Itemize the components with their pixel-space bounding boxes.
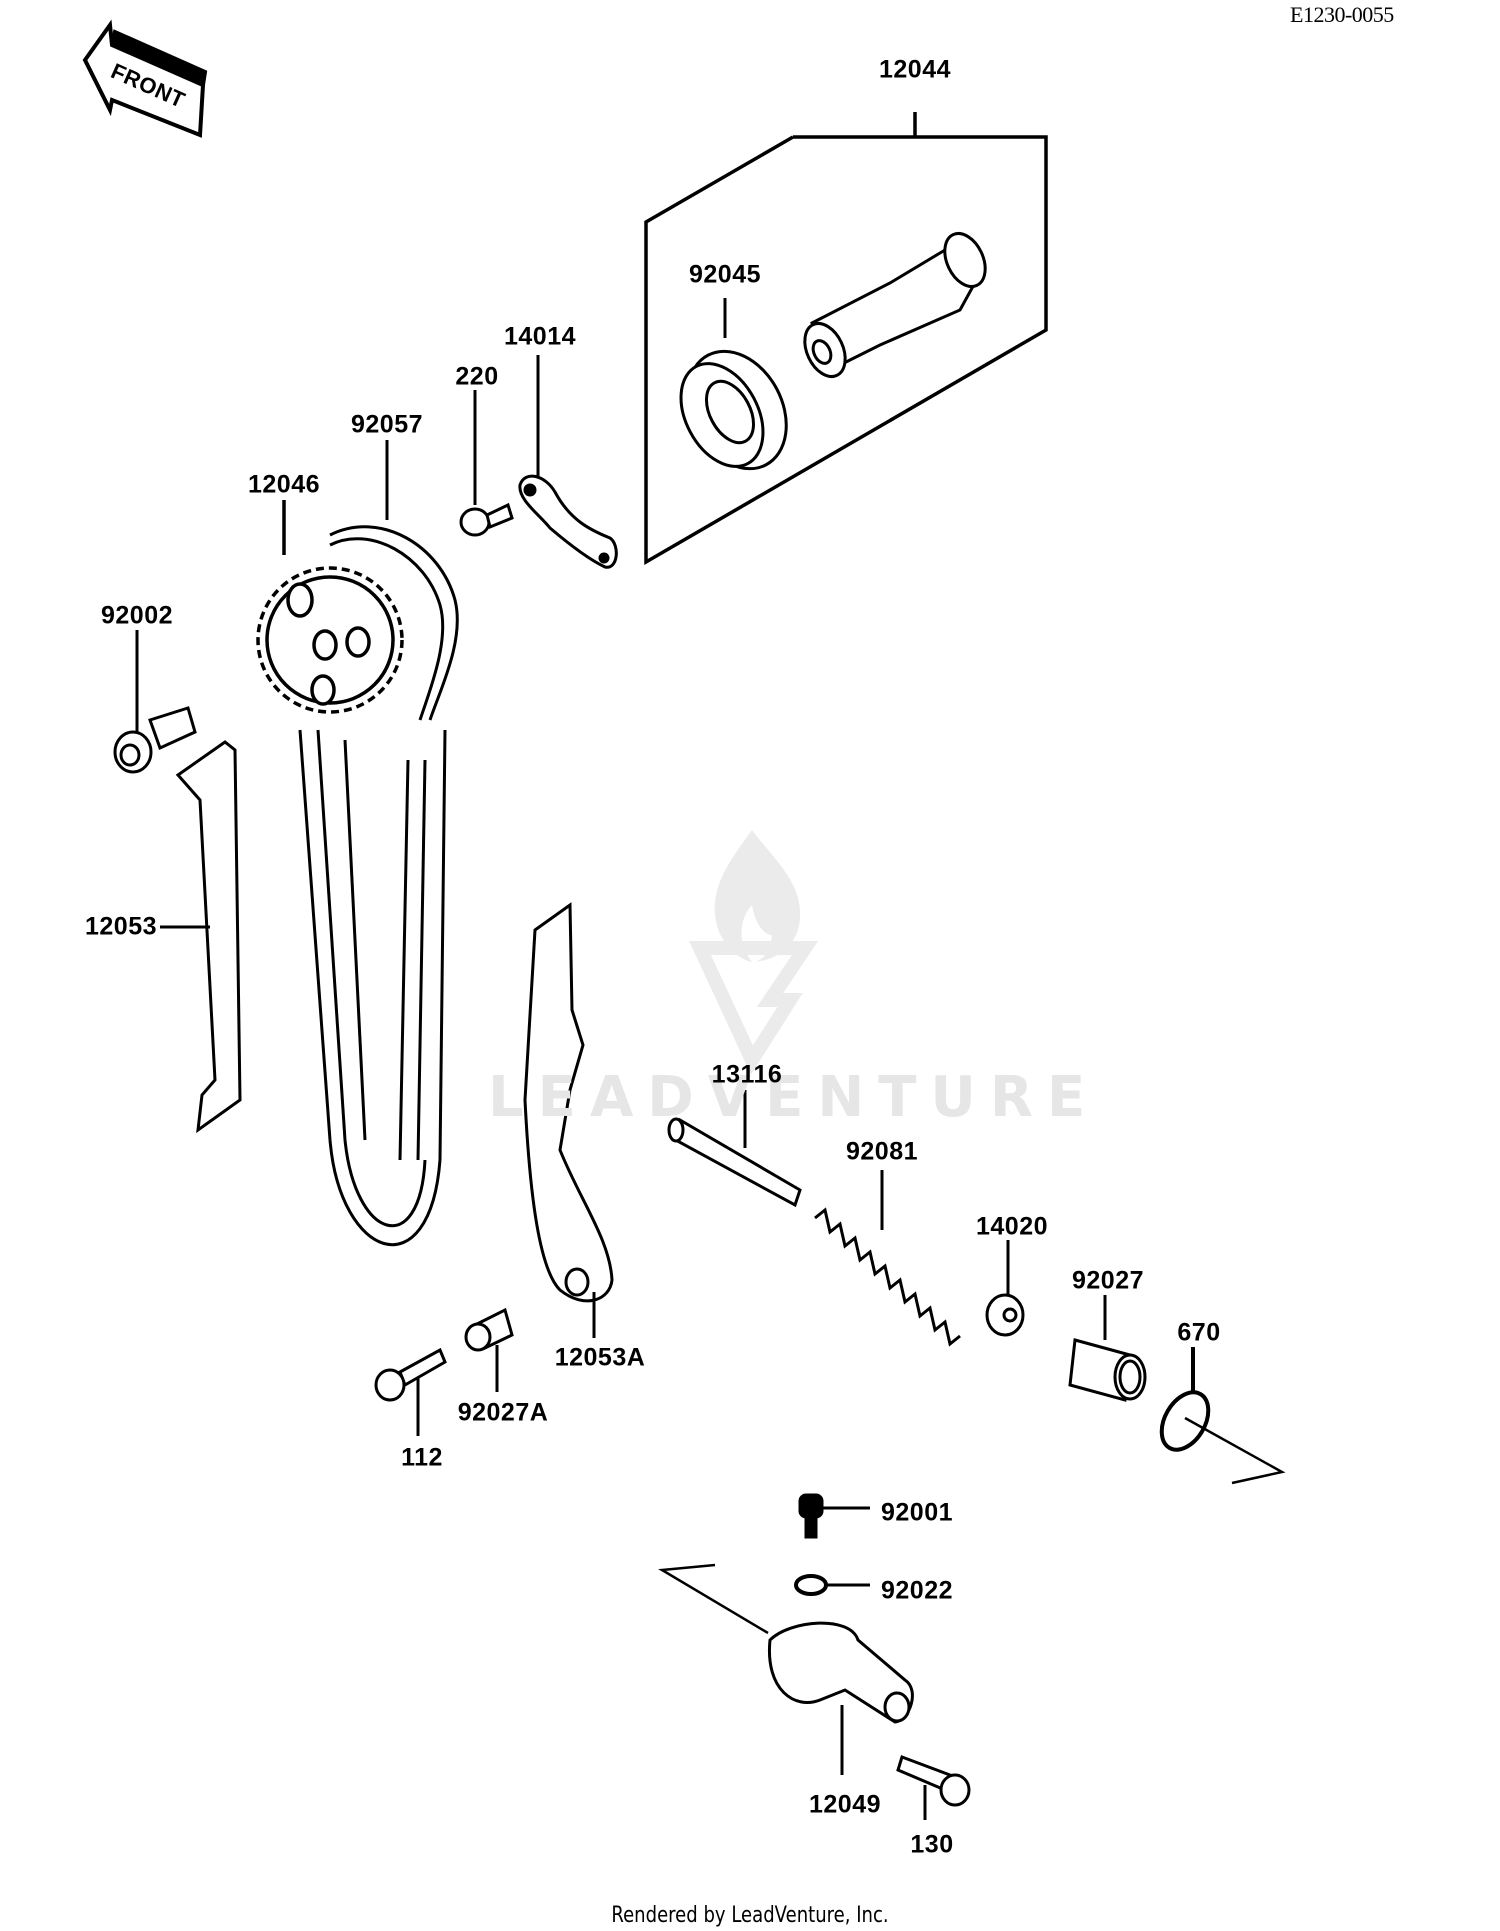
push-rod-icon (667, 1090, 802, 1208)
callout-92057[interactable]: 92057 (350, 410, 424, 439)
camshaft-icon (803, 232, 987, 378)
callout-14020[interactable]: 14020 (975, 1212, 1049, 1241)
watermark-logo-icon (689, 830, 819, 1075)
callout-92027[interactable]: 92027 (1071, 1266, 1145, 1295)
footer-credit: Rendered by LeadVenture, Inc. (611, 1903, 889, 1928)
callout-12053[interactable]: 12053 (84, 912, 158, 941)
callout-12049[interactable]: 12049 (808, 1790, 882, 1819)
tensioner-body-icon (658, 1563, 914, 1775)
callout-130[interactable]: 130 (910, 1830, 954, 1859)
tensioner-mount-bolt-icon (896, 1755, 971, 1820)
o-ring-icon (1159, 1347, 1286, 1485)
diagram-code: E1230-0055 (1290, 2, 1394, 27)
watermark-text: LEADVENTURE (488, 1065, 1100, 1130)
front-arrow-icon (82, 19, 208, 138)
washer-icon (794, 1574, 870, 1596)
camshaft-kit-outline (644, 112, 1048, 566)
tensioner-guide-icon (523, 902, 614, 1338)
callout-14014[interactable]: 14014 (503, 322, 577, 351)
tensioner-bolt-icon (798, 1493, 870, 1539)
callout-92045[interactable]: 92045 (688, 260, 762, 289)
guide-bolt-icon (374, 1347, 447, 1436)
spring-icon (814, 1170, 961, 1347)
callout-13116[interactable]: 13116 (711, 1060, 783, 1089)
callout-112[interactable]: 112 (401, 1443, 443, 1472)
callout-12046[interactable]: 12046 (247, 470, 321, 499)
ball-bearing-icon (679, 298, 788, 471)
guide-collar-icon (464, 1307, 514, 1392)
holder-plate-icon (518, 355, 618, 569)
callout-92022[interactable]: 92022 (880, 1576, 954, 1605)
callout-92001[interactable]: 92001 (880, 1498, 954, 1527)
cam-chain-icon (298, 440, 459, 1246)
screw-icon (459, 390, 514, 537)
sprocket-bolt-icon (113, 630, 197, 774)
callout-670[interactable]: 670 (1177, 1318, 1221, 1347)
callout-12044[interactable]: 12044 (878, 55, 952, 84)
chain-guide-icon (160, 740, 242, 1134)
callout-220[interactable]: 220 (455, 362, 499, 391)
callout-92002[interactable]: 92002 (100, 601, 174, 630)
callout-92081[interactable]: 92081 (845, 1137, 919, 1166)
camshaft-sprocket-icon (256, 500, 404, 714)
callout-92027A[interactable]: 92027A (457, 1398, 549, 1427)
cap-icon (985, 1240, 1025, 1337)
collar-icon (1068, 1295, 1147, 1402)
callout-12053A[interactable]: 12053A (554, 1343, 646, 1372)
